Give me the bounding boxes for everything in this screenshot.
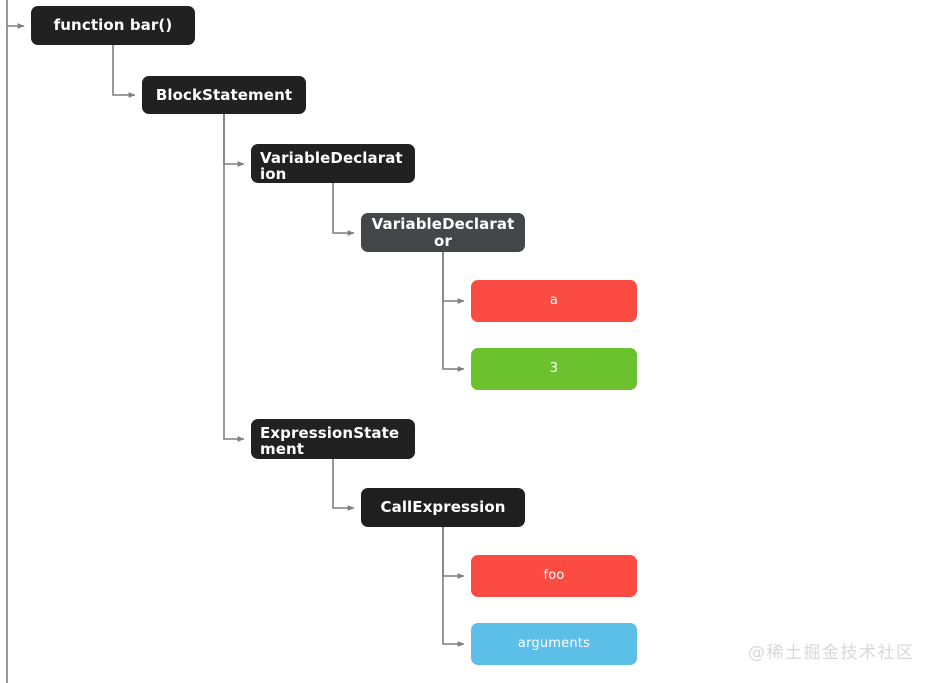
edge-edge-function-bar-to-block-statement bbox=[112, 45, 136, 98]
node-identifier-a[interactable]: a bbox=[471, 280, 637, 322]
node-variable-declarator[interactable]: VariableDeclarator bbox=[361, 213, 525, 252]
edge-edge-call-expression-to-identifier-foo bbox=[442, 527, 465, 579]
node-variable-declaration[interactable]: VariableDeclaration bbox=[251, 144, 415, 183]
node-label-function-bar: function bar() bbox=[53, 16, 173, 35]
node-label-expression-statement: ExpressionStatement bbox=[260, 424, 400, 459]
node-label-identifier-a: a bbox=[549, 292, 559, 308]
node-label-call-expression: CallExpression bbox=[380, 498, 506, 517]
edge-edge-call-expression-to-arguments bbox=[442, 527, 465, 647]
node-label-variable-declarator: VariableDeclarator bbox=[371, 215, 515, 250]
node-identifier-foo[interactable]: foo bbox=[471, 555, 637, 597]
edge-edge-block-statement-to-expression-statement bbox=[223, 114, 245, 442]
node-arguments[interactable]: arguments bbox=[471, 623, 637, 665]
edge-edge-block-statement-to-variable-declaration bbox=[223, 114, 245, 167]
edge-edge-variable-declarator-to-literal-3 bbox=[442, 252, 465, 372]
node-label-identifier-foo: foo bbox=[543, 567, 565, 583]
node-function-bar[interactable]: function bar() bbox=[31, 6, 195, 45]
edge-edge-variable-declaration-to-variable-declarator bbox=[332, 183, 355, 236]
edge-edge-expression-statement-to-call-expression bbox=[332, 459, 355, 511]
edge-edge-variable-declarator-to-identifier-a bbox=[442, 252, 465, 304]
node-label-variable-declaration: VariableDeclaration bbox=[260, 149, 403, 183]
watermark: @稀土掘金技术社区 bbox=[748, 643, 915, 663]
node-label-literal-3: 3 bbox=[549, 360, 559, 376]
node-literal-3[interactable]: 3 bbox=[471, 348, 637, 390]
node-label-block-statement: BlockStatement bbox=[155, 85, 293, 104]
node-call-expression[interactable]: CallExpression bbox=[361, 488, 525, 527]
node-block-statement[interactable]: BlockStatement bbox=[142, 76, 306, 114]
node-expression-statement[interactable]: ExpressionStatement bbox=[251, 419, 415, 459]
node-label-arguments: arguments bbox=[517, 635, 591, 651]
